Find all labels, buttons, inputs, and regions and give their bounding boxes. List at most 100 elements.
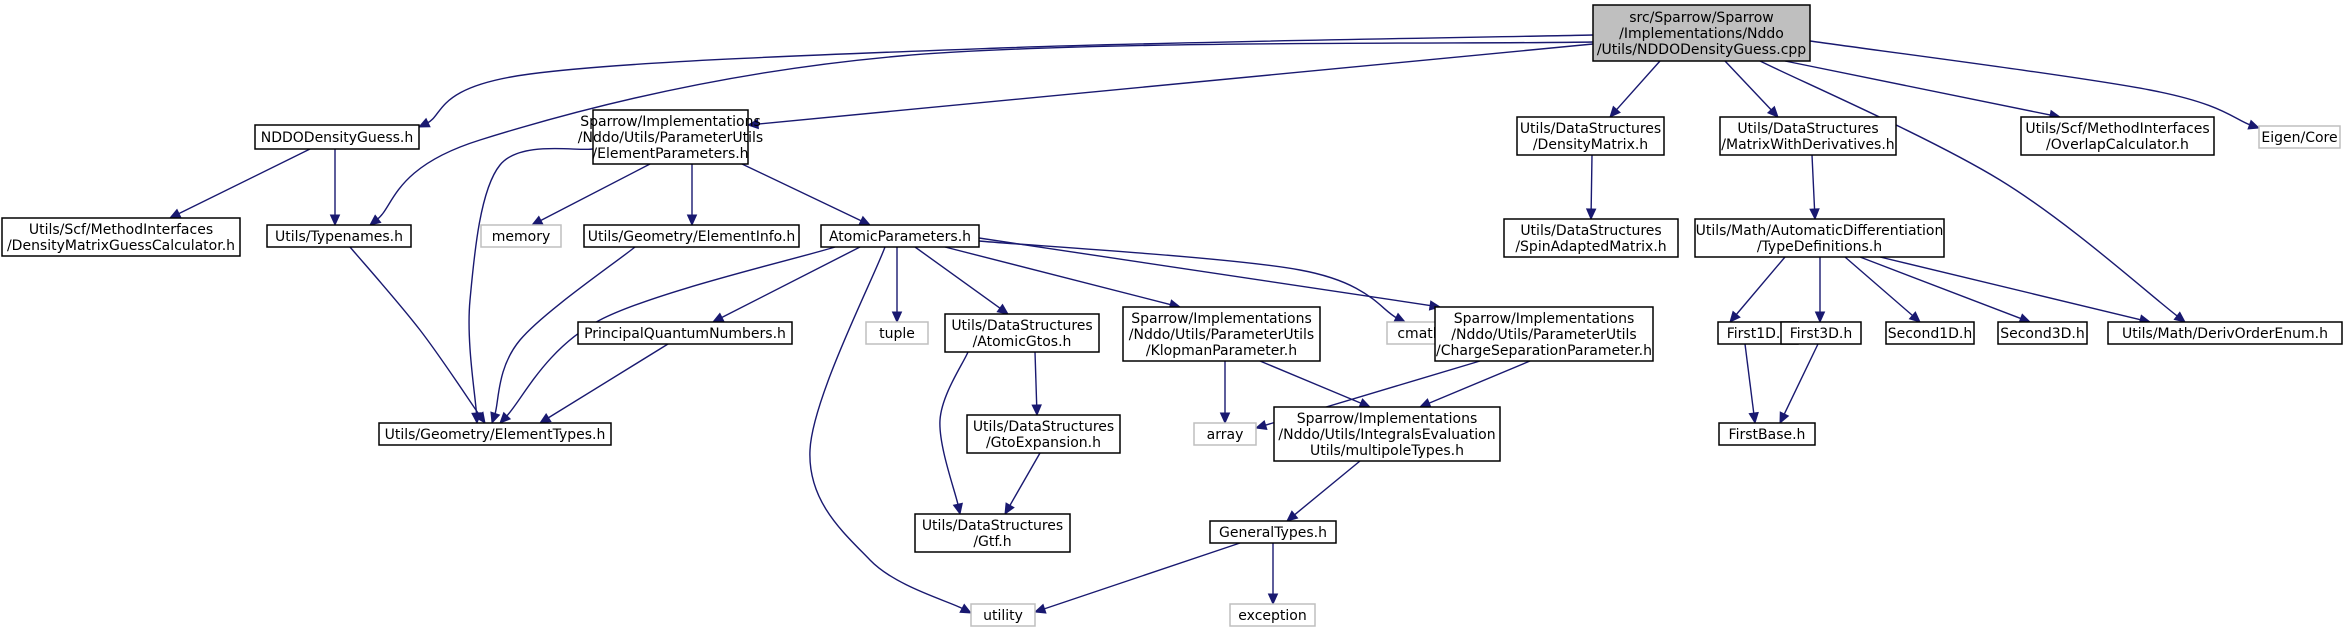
- node-overlap-calc[interactable]: Utils/Scf/MethodInterfaces/OverlapCalcul…: [2020, 116, 2215, 156]
- node-element-info[interactable]: Utils/Geometry/ElementInfo.h: [583, 224, 800, 248]
- edge-root-to-eigen_core: [1809, 40, 2261, 130]
- node-box: [1273, 406, 1501, 462]
- arrowhead-icon: [686, 214, 698, 227]
- node-box: [2020, 116, 2215, 156]
- edge-klopman-to-array: [1219, 361, 1231, 425]
- node-gtf[interactable]: Utils/DataStructures/Gtf.h: [914, 513, 1071, 553]
- edge-nddo_guess_h-to-density_guess_calc: [168, 148, 311, 219]
- node-label-line: Second1D.h: [1888, 326, 1973, 342]
- node-general-types[interactable]: GeneralTypes.h: [1209, 520, 1337, 544]
- arrowhead-icon: [959, 603, 973, 614]
- node-memory[interactable]: memory: [480, 224, 562, 248]
- node-label-line: Utils/Geometry/ElementTypes.h: [385, 427, 606, 443]
- node-box: [1718, 422, 1816, 446]
- edge-root-to-element_params: [746, 43, 1594, 130]
- node-box: [1719, 116, 1897, 156]
- edge-principal_qn-to-element_types: [538, 343, 669, 424]
- node-principal-qn[interactable]: PrincipalQuantumNumbers.h: [577, 321, 793, 345]
- edge-element_params-to-memory: [530, 163, 651, 226]
- node-label-line: /Nddo/Utils/ParameterUtils: [578, 130, 763, 146]
- edge-line: [1590, 154, 1593, 211]
- node-eigen-core[interactable]: Eigen/Core: [2258, 125, 2341, 149]
- node-box: [266, 224, 412, 248]
- arrowhead-icon: [2247, 119, 2261, 130]
- node-density-matrix[interactable]: Utils/DataStructures/DensityMatrix.h: [1516, 116, 1665, 156]
- arrowhead-icon: [1779, 411, 1790, 425]
- node-array[interactable]: array: [1193, 422, 1257, 446]
- edge-line: [756, 43, 1594, 125]
- edge-type_defs-to-first1d: [1729, 256, 1786, 323]
- edge-line: [1735, 256, 1786, 316]
- edge-general_types-to-utility: [1033, 542, 1241, 614]
- node-box: [1503, 218, 1679, 258]
- arrowhead-icon: [952, 502, 963, 516]
- node-first-base[interactable]: FirstBase.h: [1718, 422, 1816, 446]
- node-deriv-order[interactable]: Utils/Math/DerivOrderEnum.h: [2107, 321, 2343, 345]
- node-second1d[interactable]: Second1D.h: [1885, 321, 1975, 345]
- node-label-line: /GtoExpansion.h: [986, 435, 1101, 451]
- node-type-defs[interactable]: Utils/Math/AutomaticDifferentiation/Type…: [1694, 218, 1945, 258]
- arrowhead-icon: [996, 303, 1009, 315]
- node-box: [914, 513, 1071, 553]
- node-root[interactable]: src/Sparrow/Sparrow/Implementations/Nddo…: [1592, 4, 1811, 62]
- node-atomic-gtos[interactable]: Utils/DataStructures/AtomicGtos.h: [944, 313, 1100, 353]
- node-label-line: /TypeDefinitions.h: [1757, 239, 1882, 255]
- edge-line: [547, 343, 669, 419]
- edge-line: [1428, 360, 1531, 405]
- node-element-params[interactable]: Sparrow/Implementations/Nddo/Utils/Param…: [578, 109, 763, 165]
- node-element-types[interactable]: Utils/Geometry/ElementTypes.h: [378, 422, 612, 446]
- node-utility[interactable]: utility: [970, 603, 1036, 627]
- node-label-line: /ElementParameters.h: [592, 146, 748, 162]
- edge-atomic_gtos-to-gto_expansion: [1031, 351, 1042, 417]
- edge-root-to-matrix_derivs: [1724, 60, 1779, 118]
- edge-klopman-to-multipole: [1259, 360, 1372, 408]
- edge-line: [177, 148, 311, 215]
- node-label-line: /Nddo/Utils/ParameterUtils: [1129, 327, 1314, 343]
- node-box: [592, 109, 749, 165]
- node-label-line: Sparrow/Implementations: [1297, 411, 1478, 427]
- node-label-line: PrincipalQuantumNumbers.h: [584, 326, 786, 342]
- edge-atomic_params-to-atomic_gtos: [914, 246, 1009, 315]
- node-box: [1193, 422, 1257, 446]
- edge-line: [1809, 40, 2251, 126]
- node-label-line: Sparrow/Implementations: [580, 114, 761, 130]
- node-matrix-derivs[interactable]: Utils/DataStructures/MatrixWithDerivativ…: [1719, 116, 1897, 156]
- node-label-line: Utils/DataStructures: [1737, 121, 1878, 137]
- edge-line: [809, 246, 964, 610]
- node-label-line: Utils/Scf/MethodInterfaces: [2025, 121, 2209, 137]
- node-label-line: /Utils/NDDODensityGuess.cpp: [1597, 42, 1806, 58]
- edge-line: [1744, 343, 1755, 415]
- edge-element_info-to-element_types: [490, 246, 636, 425]
- node-box: [820, 224, 980, 248]
- node-second3d[interactable]: Second3D.h: [1997, 321, 2088, 345]
- node-exception[interactable]: exception: [1229, 603, 1316, 627]
- arrowhead-icon: [1809, 208, 1820, 221]
- edge-line: [1844, 256, 1914, 317]
- node-box: [1, 217, 241, 257]
- node-tuple[interactable]: tuple: [865, 321, 929, 345]
- node-density-guess-calc[interactable]: Utils/Scf/MethodInterfaces/DensityMatrix…: [1, 217, 241, 257]
- node-box: [1780, 321, 1862, 345]
- node-box: [1694, 218, 1945, 258]
- node-label-line: GeneralTypes.h: [1219, 525, 1327, 541]
- node-label-line: Utils/DataStructures: [1520, 223, 1661, 239]
- edge-atomic_params-to-utility: [809, 246, 973, 614]
- node-label-line: /Nddo/Utils/IntegralsEvaluation: [1278, 427, 1495, 443]
- node-label-line: Second3D.h: [2000, 326, 2085, 342]
- node-first3d[interactable]: First3D.h: [1780, 321, 1862, 345]
- node-gto-expansion[interactable]: Utils/DataStructures/GtoExpansion.h: [966, 414, 1121, 454]
- node-atomic-params[interactable]: AtomicParameters.h: [820, 224, 980, 248]
- node-label-line: /AtomicGtos.h: [973, 334, 1072, 350]
- node-multipole[interactable]: Sparrow/Implementations/Nddo/Utils/Integ…: [1273, 406, 1501, 462]
- node-box: [1434, 306, 1654, 362]
- node-klopman[interactable]: Sparrow/Implementations/Nddo/Utils/Param…: [1122, 306, 1321, 362]
- node-label-line: Utils/multipoleTypes.h: [1310, 443, 1464, 459]
- edge-line: [1783, 343, 1819, 416]
- node-spin-adapted[interactable]: Utils/DataStructures/SpinAdaptedMatrix.h: [1503, 218, 1679, 258]
- edge-first1d-to-first_base: [1744, 343, 1759, 425]
- node-typenames[interactable]: Utils/Typenames.h: [266, 224, 412, 248]
- node-charge-sep[interactable]: Sparrow/Implementations/Nddo/Utils/Param…: [1434, 306, 1654, 362]
- node-label-line: Utils/DataStructures: [922, 518, 1063, 534]
- node-nddo-guess-h[interactable]: NDDODensityGuess.h: [254, 124, 420, 150]
- edge-atomic_params-to-element_types: [499, 246, 836, 424]
